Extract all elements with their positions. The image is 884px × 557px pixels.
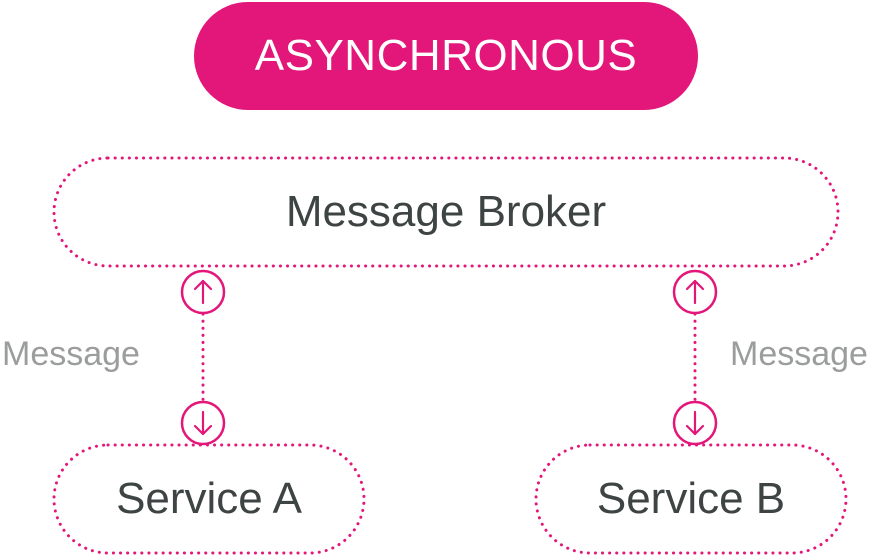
arrow-down-circle-icon [672, 400, 718, 446]
arrow-up-circle-icon [180, 269, 226, 315]
arrow-up-circle-icon [672, 269, 718, 315]
title-pill: ASYNCHRONOUS [194, 2, 698, 110]
service-b-box [534, 443, 848, 555]
connection-label-left: Message [2, 335, 140, 373]
arrow-down-circle-icon [180, 400, 226, 446]
broker-label: Message Broker [285, 187, 607, 236]
service-a-label: Service A [116, 474, 302, 523]
service-a-box [52, 443, 366, 555]
broker-box [52, 156, 840, 268]
connection-label-right: Message [730, 335, 868, 373]
title-text: ASYNCHRONOUS [254, 31, 638, 80]
service-b-label: Service B [596, 474, 786, 523]
